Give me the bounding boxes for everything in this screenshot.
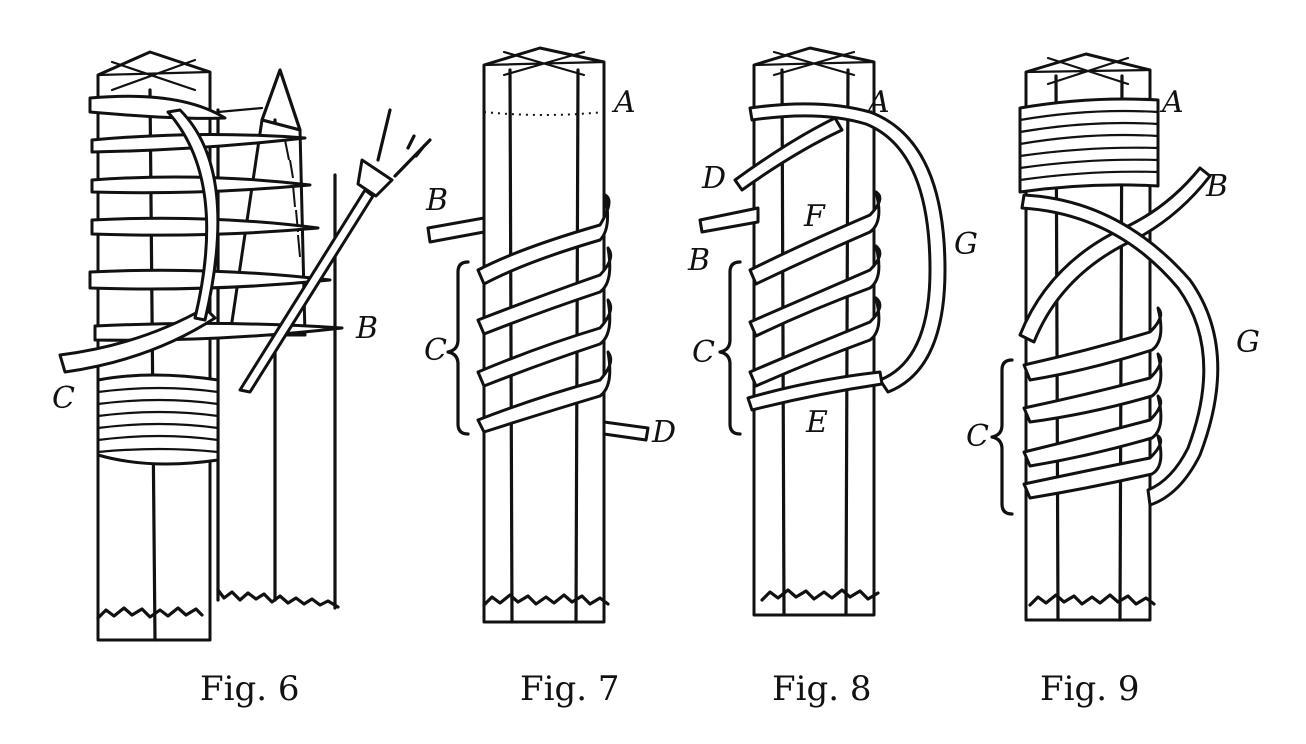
fig8-label-f: F: [803, 199, 826, 234]
fig8-label-d: D: [701, 161, 726, 196]
fig9-label-c: C: [966, 419, 989, 454]
spike-icon: [238, 108, 432, 394]
fig8-label-g: G: [954, 227, 978, 262]
figure-9: A B G C Fig. 9: [966, 52, 1260, 709]
fig9-turns: [1022, 306, 1163, 500]
fig8-label-c: C: [692, 335, 715, 370]
fig9-upper-seizing: [1018, 97, 1160, 194]
fig6-caption: Fig. 6: [200, 669, 299, 709]
fig8-label-e: E: [805, 405, 828, 440]
fig8-loop-g: [748, 102, 947, 394]
fig9-label-g: G: [1236, 325, 1260, 360]
fig9-bracket: [990, 358, 1014, 516]
fig6-turns: [58, 94, 344, 374]
fig9-caption: Fig. 9: [1040, 669, 1139, 709]
fig8-caption: Fig. 8: [772, 669, 871, 709]
fig8-label-b: B: [687, 243, 710, 278]
fig7-turns: [476, 193, 613, 434]
figure-6: B C Fig. 6: [52, 50, 432, 709]
fig8-label-a: A: [865, 85, 890, 120]
fig6-label-b: B: [355, 311, 378, 346]
fig7-label-c: C: [424, 333, 447, 368]
fig7-label-b: B: [425, 183, 448, 218]
fig6-seizing: [96, 373, 220, 466]
fig7-cord-ends: [426, 216, 650, 442]
fig7-label-d: D: [651, 415, 676, 450]
fig7-caption: Fig. 7: [520, 669, 619, 709]
fig8-cord-ends: [698, 116, 844, 234]
fig7-pole: [482, 46, 610, 624]
fig8-turns: [746, 190, 884, 412]
fig9-crossing-cords: [1018, 166, 1220, 507]
fig6-label-c: C: [52, 381, 75, 416]
fig8-bracket: [718, 260, 742, 436]
fig7-bracket: [446, 260, 470, 436]
figure-8: A D F B G C E Fig. 8: [687, 46, 978, 709]
fig9-label-b: B: [1205, 169, 1228, 204]
fig8-pole: [752, 46, 880, 617]
figure-7: A B C D Fig. 7: [424, 46, 676, 709]
fig9-label-a: A: [1159, 85, 1184, 120]
fig7-label-a: A: [611, 85, 636, 120]
